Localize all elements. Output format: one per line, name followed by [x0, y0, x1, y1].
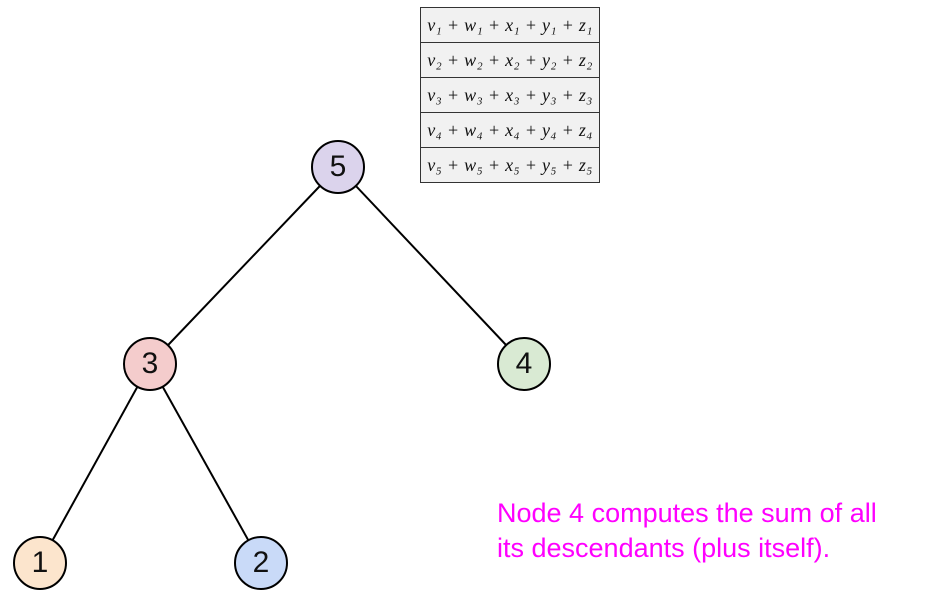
tree-node-1: 1: [13, 536, 67, 590]
tree-node-4: 4: [497, 337, 551, 391]
sum-table: v₁ + w₁ + x₁ + y₁ + z₁ v₂ + w₂ + x₂ + y₂…: [420, 7, 600, 183]
table-cell-row-1: v₁ + w₁ + x₁ + y₁ + z₁: [420, 7, 600, 43]
annotation-line-1: Node 4 computes the sum of all: [497, 498, 877, 528]
tree-node-3: 3: [123, 337, 177, 391]
edge-5-3: [149, 166, 339, 365]
table-row: v₄ + w₄ + x₄ + y₄ + z₄: [420, 112, 600, 148]
table-cell-row-5: v₅ + w₅ + x₅ + y₅ + z₅: [420, 147, 600, 183]
annotation-line-2: its descendants (plus itself).: [497, 533, 831, 563]
table-row: v₁ + w₁ + x₁ + y₁ + z₁: [420, 7, 600, 43]
edge-3-1: [39, 363, 151, 564]
edge-3-2: [149, 363, 262, 564]
tree-node-2: 2: [234, 536, 288, 590]
table-row: v₅ + w₅ + x₅ + y₅ + z₅: [420, 147, 600, 183]
tree-node-5: 5: [311, 140, 365, 194]
annotation-note: Node 4 computes the sum of all its desce…: [497, 496, 927, 566]
edge-5-4: [337, 166, 525, 365]
table-cell-row-4: v₄ + w₄ + x₄ + y₄ + z₄: [420, 112, 600, 148]
table-cell-row-2: v₂ + w₂ + x₂ + y₂ + z₂: [420, 42, 600, 78]
table-row: v₂ + w₂ + x₂ + y₂ + z₂: [420, 42, 600, 78]
table-cell-row-3: v₃ + w₃ + x₃ + y₃ + z₃: [420, 77, 600, 113]
table-row: v₃ + w₃ + x₃ + y₃ + z₃: [420, 77, 600, 113]
